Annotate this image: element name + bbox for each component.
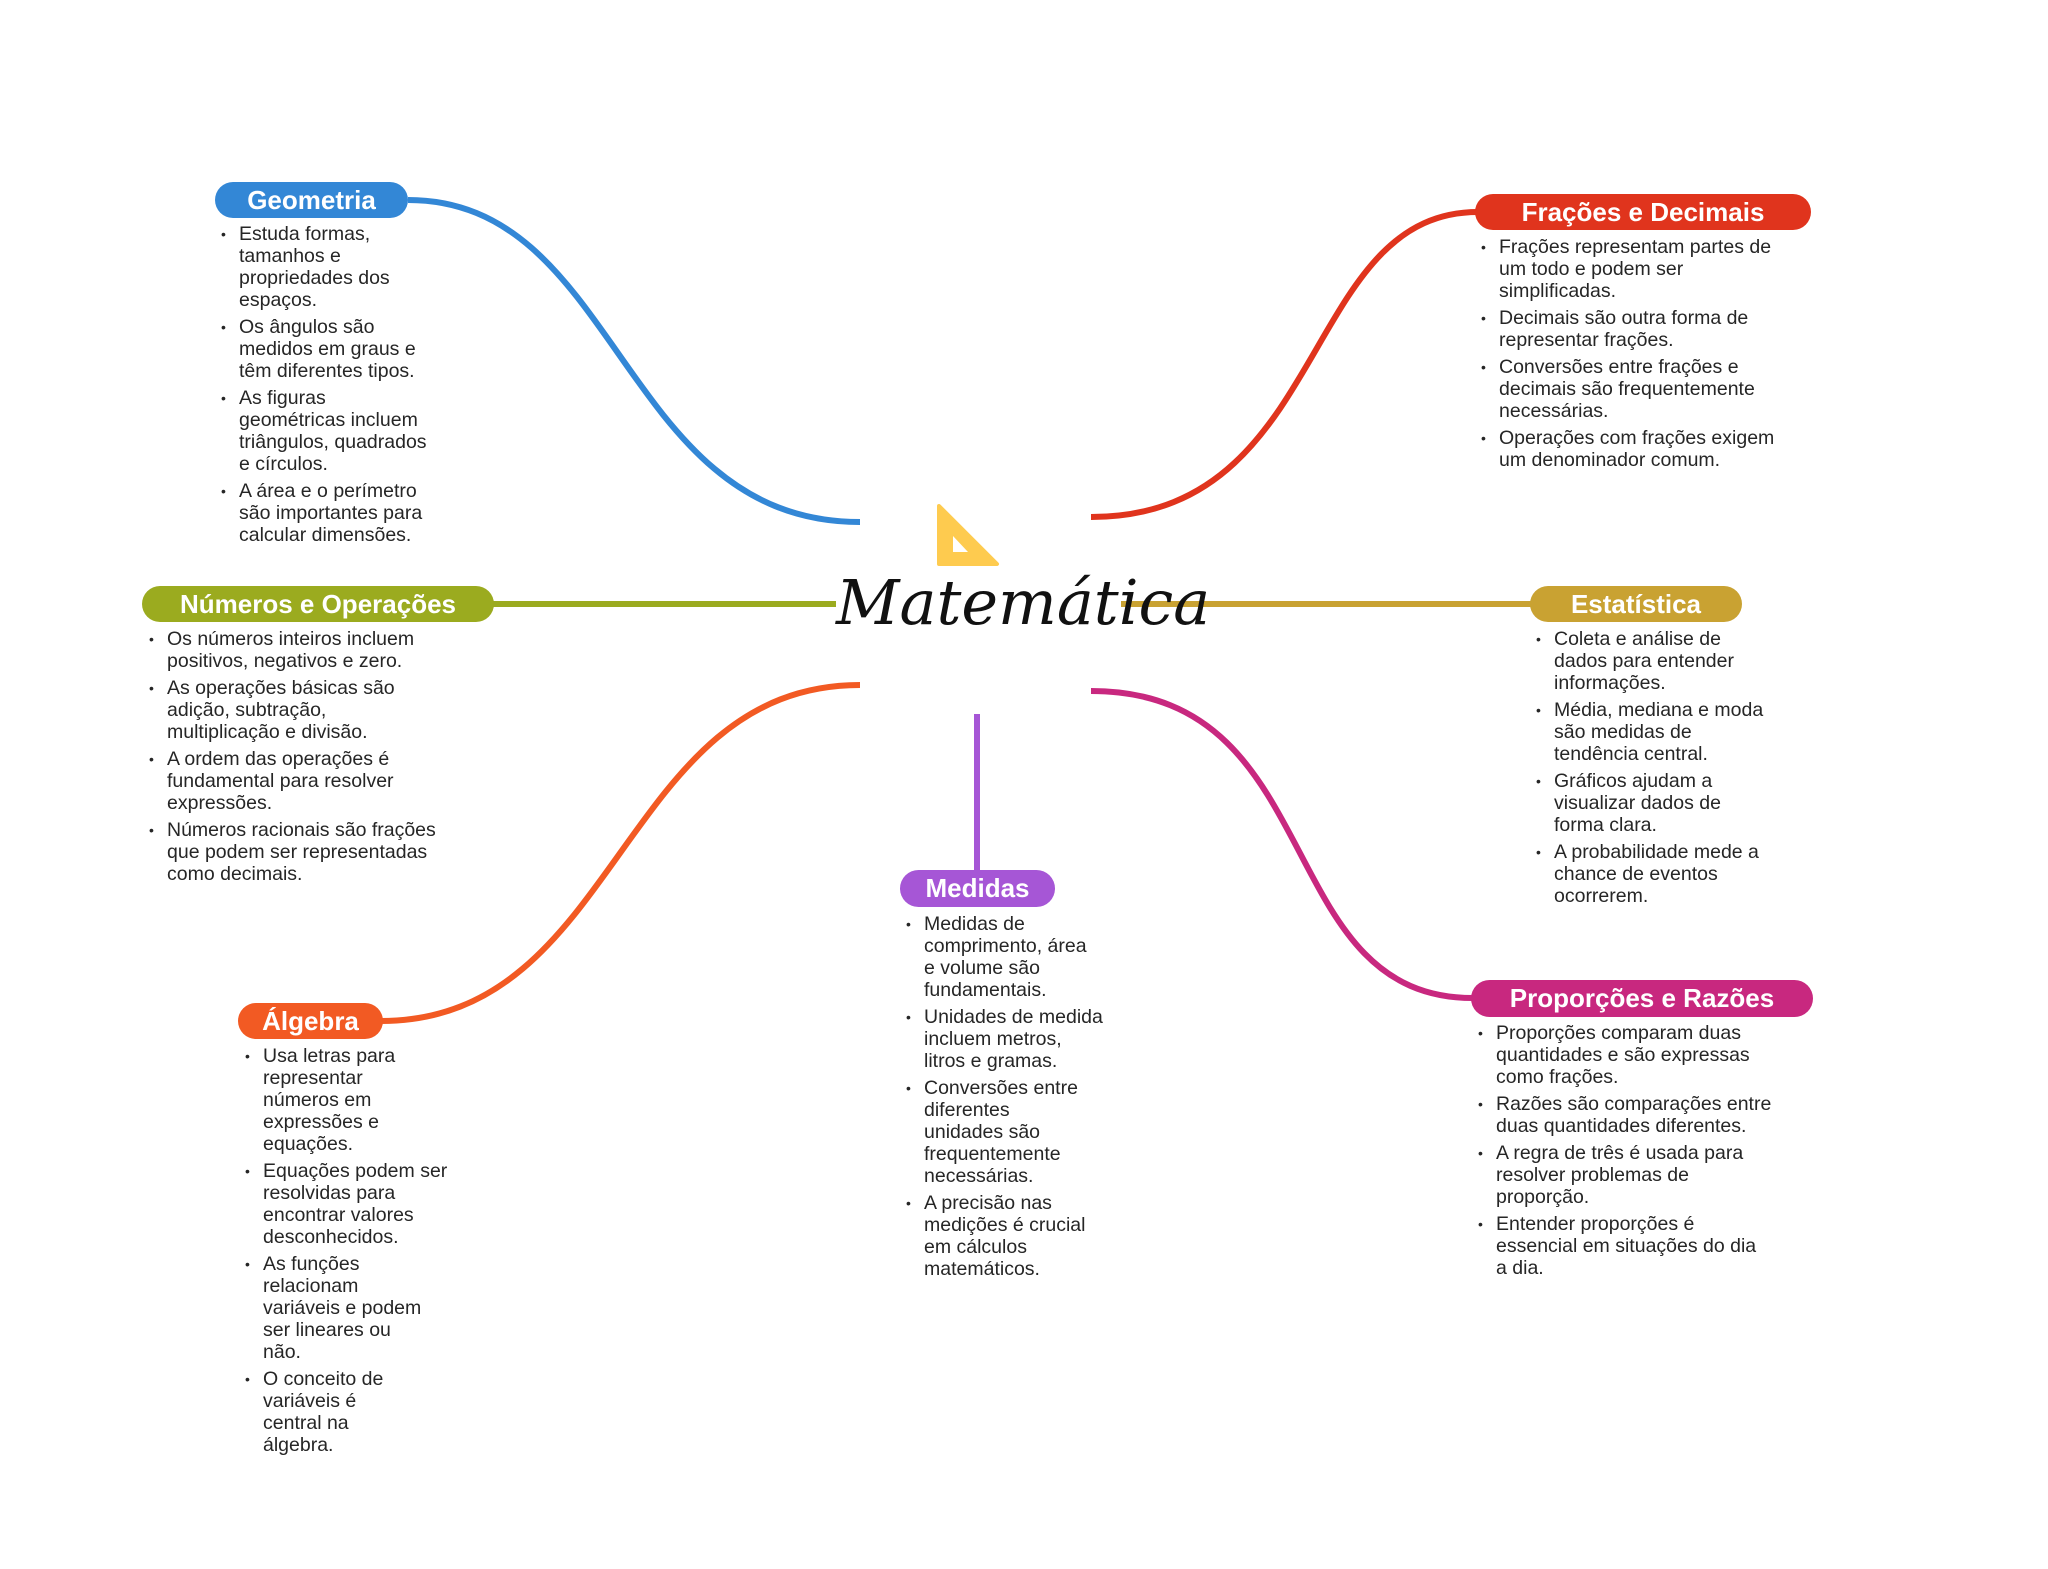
list-fracoes-decimais: Frações representam partes de um todo e …: [1481, 236, 1774, 476]
list-estatistica: Coleta e análise de dados para entender …: [1536, 628, 1763, 912]
topic-numeros-operacoes[interactable]: Números e Operações: [142, 586, 494, 622]
list-item: Os ângulos são medidos em graus e têm di…: [221, 316, 427, 382]
list-medidas: Medidas de comprimento, área e volume sã…: [906, 913, 1103, 1285]
list-item: A ordem das operações é fundamental para…: [149, 748, 436, 814]
topic-medidas[interactable]: Medidas: [900, 870, 1055, 907]
list-geometria: Estuda formas, tamanhos e propriedades d…: [221, 223, 427, 551]
connector-algebra: [380, 682, 861, 1024]
list-numeros-operacoes: Os números inteiros incluem positivos, n…: [149, 628, 436, 890]
list-item: As funções relacionam variáveis e podem …: [245, 1253, 447, 1363]
list-item: A probabilidade mede a chance de eventos…: [1536, 841, 1763, 907]
list-item: Frações representam partes de um todo e …: [1481, 236, 1774, 302]
list-item: Entender proporções é essencial em situa…: [1478, 1213, 1771, 1279]
list-item: Usa letras para representar números em e…: [245, 1045, 447, 1155]
list-item: Proporções comparam duas quantidades e s…: [1478, 1022, 1771, 1088]
list-item: A área e o perímetro são importantes par…: [221, 480, 427, 546]
list-proporcoes-razoes: Proporções comparam duas quantidades e s…: [1478, 1022, 1771, 1284]
list-algebra: Usa letras para representar números em e…: [245, 1045, 447, 1461]
list-item: A precisão nas medições é crucial em cál…: [906, 1192, 1103, 1280]
topic-fracoes-decimais[interactable]: Frações e Decimais: [1475, 194, 1811, 230]
list-item: O conceito de variáveis é central na álg…: [245, 1368, 447, 1456]
list-item: Conversões entre diferentes unidades são…: [906, 1077, 1103, 1187]
list-item: Equações podem ser resolvidas para encon…: [245, 1160, 447, 1248]
topic-algebra[interactable]: Álgebra: [238, 1003, 383, 1039]
list-item: As operações básicas são adição, subtraç…: [149, 677, 436, 743]
list-item: Medidas de comprimento, área e volume sã…: [906, 913, 1103, 1001]
list-item: Conversões entre frações e decimais são …: [1481, 356, 1774, 422]
list-item: A regra de três é usada para resolver pr…: [1478, 1142, 1771, 1208]
connector-fracoes: [1090, 209, 1479, 520]
list-item: As figuras geométricas incluem triângulo…: [221, 387, 427, 475]
connector-proporcoes: [1090, 688, 1474, 1001]
list-item: Média, mediana e moda são medidas de ten…: [1536, 699, 1763, 765]
list-item: Gráficos ajudam a visualizar dados de fo…: [1536, 770, 1763, 836]
list-item: Unidades de medida incluem metros, litro…: [906, 1006, 1103, 1072]
list-item: Os números inteiros incluem positivos, n…: [149, 628, 436, 672]
list-item: Decimais são outra forma de representar …: [1481, 307, 1774, 351]
list-item: Estuda formas, tamanhos e propriedades d…: [221, 223, 427, 311]
list-item: Razões são comparações entre duas quanti…: [1478, 1093, 1771, 1137]
topic-geometria[interactable]: Geometria: [215, 182, 408, 218]
connector-geometria: [407, 197, 861, 525]
topic-proporcoes-razoes[interactable]: Proporções e Razões: [1471, 980, 1813, 1017]
list-item: Coleta e análise de dados para entender …: [1536, 628, 1763, 694]
set-square-icon: [935, 502, 1001, 573]
central-topic-title[interactable]: Matemática: [836, 566, 1211, 639]
list-item: Operações com frações exigem um denomina…: [1481, 427, 1774, 471]
topic-estatistica[interactable]: Estatística: [1530, 586, 1742, 622]
list-item: Números racionais são frações que podem …: [149, 819, 436, 885]
